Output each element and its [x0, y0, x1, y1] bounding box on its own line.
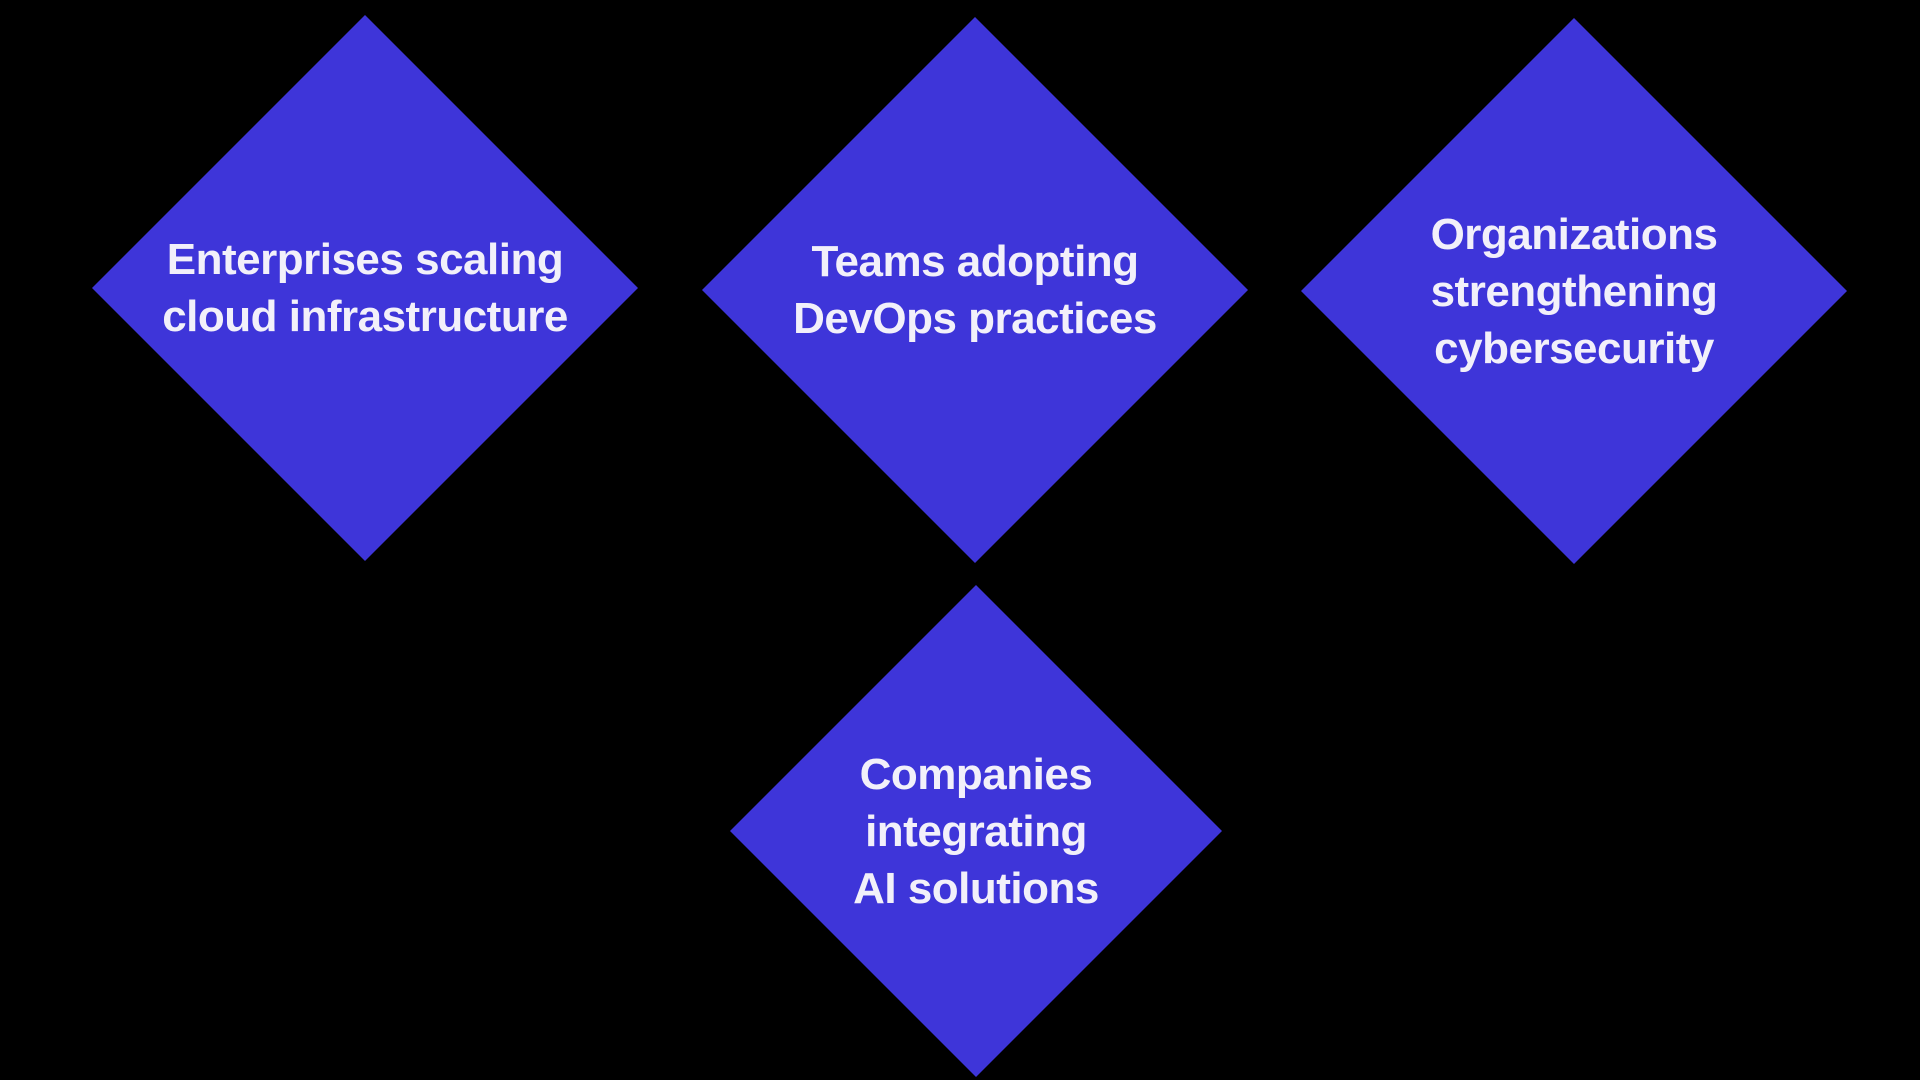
diamond-label-line: Enterprises scaling — [166, 235, 564, 284]
diamond-label: Teams adopting DevOps practices — [793, 233, 1157, 347]
diamond-teams-devops: Teams adopting DevOps practices — [702, 17, 1248, 563]
diamond-label-line: cybersecurity — [1434, 323, 1714, 373]
diamond-companies-ai: Companies integrating AI solutions — [730, 585, 1222, 1077]
diamond-enterprises-cloud: Enterprises scaling cloud infrastructure — [92, 15, 638, 561]
diamond-label: Companies integrating AI solutions — [853, 746, 1099, 917]
diamond-label-line: AI solutions — [853, 863, 1099, 913]
diamond-label-line: Organizations — [1430, 209, 1718, 259]
diamond-label-line: cloud infrastructure — [162, 292, 568, 341]
diamond-label-line: Teams adopting — [811, 237, 1139, 286]
diamond-label-line: DevOps practices — [793, 294, 1157, 343]
diamond-label-line: integrating — [865, 806, 1087, 856]
diamond-label-line: Companies — [859, 749, 1093, 799]
diamond-organizations-cybersecurity: Organizations strengthening cybersecurit… — [1301, 18, 1847, 564]
diamond-label: Organizations strengthening cybersecurit… — [1431, 206, 1718, 377]
diamond-label: Enterprises scaling cloud infrastructure — [162, 231, 568, 345]
diamond-label-line: strengthening — [1430, 266, 1718, 316]
